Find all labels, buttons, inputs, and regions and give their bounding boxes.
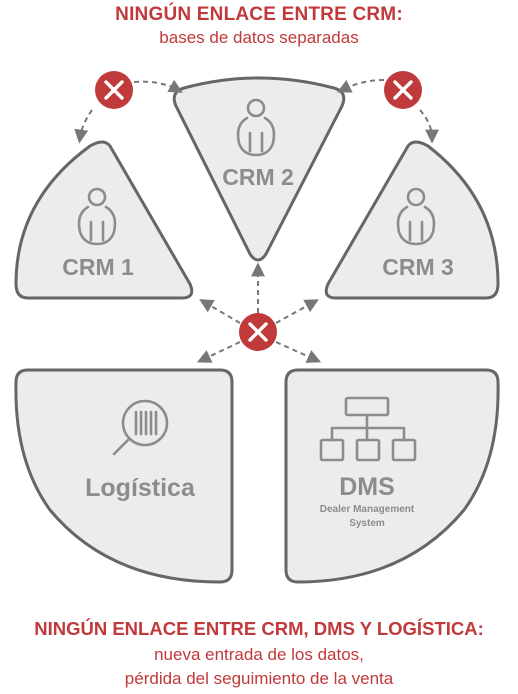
no-link-crm2-crm3 (336, 71, 439, 144)
org-chart-icon (319, 396, 417, 462)
segment-crm2: CRM 2 (172, 76, 346, 262)
person-icon (77, 187, 117, 246)
barcode-search-icon (112, 399, 169, 456)
bottom-line-2: pérdida del seguimiento de la venta (124, 669, 394, 688)
dms-sublabel-1: Dealer Management (320, 504, 415, 515)
segment-logistica: Logística (14, 368, 234, 584)
no-link-center (196, 262, 322, 363)
bottom-title: NINGÚN ENLACE ENTRE CRM, DMS Y LOGÍSTICA… (34, 618, 484, 639)
bottom-line-1: nueva entrada de los datos, (154, 645, 364, 664)
dms-sublabel-2: System (349, 518, 385, 529)
segment-dms: DMS Dealer Management System (284, 368, 500, 584)
top-title: NINGÚN ENLACE ENTRE CRM: (115, 4, 403, 25)
no-link-crm1-crm2 (74, 71, 183, 144)
crm3-label: CRM 3 (382, 254, 454, 280)
person-icon (396, 187, 436, 246)
crm2-label: CRM 2 (222, 164, 294, 190)
dms-label: DMS (339, 473, 395, 501)
segment-crm1: CRM 1 (14, 140, 194, 300)
logistica-label: Logística (85, 474, 196, 502)
segment-crm3: CRM 3 (324, 140, 500, 300)
top-subtitle: bases de datos separadas (159, 28, 359, 47)
crm1-label: CRM 1 (62, 254, 134, 280)
person-icon (236, 98, 276, 157)
